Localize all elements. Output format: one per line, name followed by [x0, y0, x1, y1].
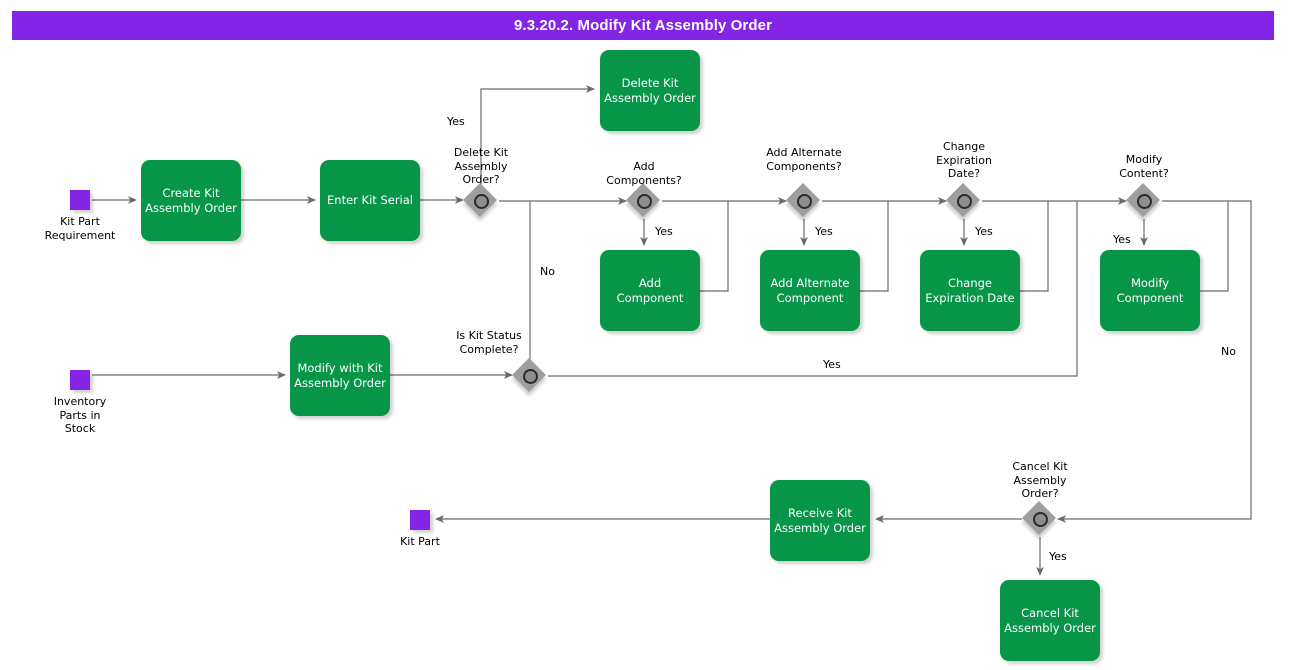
task-create-kit-assembly-order[interactable]: Create Kit Assembly Order: [141, 160, 241, 241]
inclusive-gateway-icon: [636, 193, 652, 209]
task-add-component[interactable]: Add Component: [600, 250, 700, 331]
gateway-cancel-kit-assembly-order[interactable]: [1022, 501, 1057, 536]
page-title-bar: 9.3.20.2. Modify Kit Assembly Order: [12, 11, 1274, 40]
gateway-label-add-components: Add Components?: [606, 160, 682, 187]
edge-modifycomponent-return: [1200, 201, 1229, 292]
task-label: Modify Component: [1116, 275, 1184, 305]
gateway-label-is-kit-status-complete: Is Kit Status Complete?: [456, 329, 522, 356]
edge-label-yes-cancel: Yes: [1049, 550, 1067, 563]
task-modify-component[interactable]: Modify Component: [1100, 250, 1200, 331]
task-label: Cancel Kit Assembly Order: [1004, 605, 1096, 635]
task-label: Create Kit Assembly Order: [145, 185, 237, 215]
task-label: Add Component: [616, 275, 684, 305]
inclusive-gateway-icon: [1136, 193, 1152, 209]
data-object-kit-part[interactable]: [410, 510, 430, 530]
data-object-label-kit-part: Kit Part: [400, 535, 440, 548]
task-label: Change Expiration Date: [925, 275, 1015, 305]
edge-label-no-delete: No: [540, 265, 555, 278]
task-cancel-kit-assembly-order[interactable]: Cancel Kit Assembly Order: [1000, 580, 1100, 661]
task-receive-kit-assembly-order[interactable]: Receive Kit Assembly Order: [770, 480, 870, 561]
gateway-label-delete-kit-assembly-order: Delete Kit Assembly Order?: [453, 146, 509, 186]
gateway-label-change-expiration-date: Change Expiration Date?: [936, 140, 992, 180]
data-object-kit-part-requirement[interactable]: [70, 190, 90, 210]
edge-label-yes-add-alternate: Yes: [815, 225, 833, 238]
inclusive-gateway-icon: [956, 193, 972, 209]
gateway-is-kit-status-complete[interactable]: [512, 358, 547, 393]
inclusive-gateway-icon: [473, 193, 489, 209]
gateway-label-modify-content: Modify Content?: [1119, 153, 1169, 180]
task-label: Delete Kit Assembly Order: [604, 75, 696, 105]
edge-changeexpiration-return: [1020, 201, 1049, 292]
edge-addcomponent-return: [700, 201, 729, 292]
inclusive-gateway-icon: [1032, 511, 1048, 527]
data-object-label-inventory-parts-in-stock: Inventory Parts in Stock: [53, 395, 107, 435]
gateway-label-cancel-kit-assembly-order: Cancel Kit Assembly Order?: [1012, 460, 1068, 500]
edge-label-yes-modify-content: Yes: [1113, 233, 1131, 246]
task-label: Receive Kit Assembly Order: [774, 505, 866, 535]
task-add-alternate-component[interactable]: Add Alternate Component: [760, 250, 860, 331]
gateway-add-components[interactable]: [626, 183, 661, 218]
gateway-label-add-alternate-components: Add Alternate Components?: [766, 146, 842, 173]
task-label: Add Alternate Component: [770, 275, 850, 305]
data-object-label-kit-part-requirement: Kit Part Requirement: [44, 215, 116, 242]
gateway-modify-content[interactable]: [1126, 183, 1161, 218]
edge-label-yes-delete: Yes: [447, 115, 465, 128]
edge-label-no-modify-content: No: [1221, 345, 1236, 358]
edge-addalternate-return: [860, 201, 889, 292]
edge-label-yes-add-components: Yes: [655, 225, 673, 238]
inclusive-gateway-icon: [522, 368, 538, 384]
task-label: Enter Kit Serial: [327, 193, 413, 207]
gateway-delete-kit-assembly-order[interactable]: [463, 183, 498, 218]
edge-label-yes-change-expiration: Yes: [975, 225, 993, 238]
task-delete-kit-assembly-order[interactable]: Delete Kit Assembly Order: [600, 50, 700, 131]
gateway-change-expiration-date[interactable]: [946, 183, 981, 218]
task-enter-kit-serial[interactable]: Enter Kit Serial: [320, 160, 420, 241]
task-label: Modify with Kit Assembly Order: [294, 360, 386, 390]
inclusive-gateway-icon: [796, 193, 812, 209]
gateway-add-alternate-components[interactable]: [786, 183, 821, 218]
page-title: 9.3.20.2. Modify Kit Assembly Order: [513, 17, 773, 34]
task-modify-with-kit-assembly-order[interactable]: Modify with Kit Assembly Order: [290, 335, 390, 416]
data-object-inventory-parts-in-stock[interactable]: [70, 370, 90, 390]
task-change-expiration-date[interactable]: Change Expiration Date: [920, 250, 1020, 331]
edge-label-yes-kit-status: Yes: [823, 358, 841, 371]
